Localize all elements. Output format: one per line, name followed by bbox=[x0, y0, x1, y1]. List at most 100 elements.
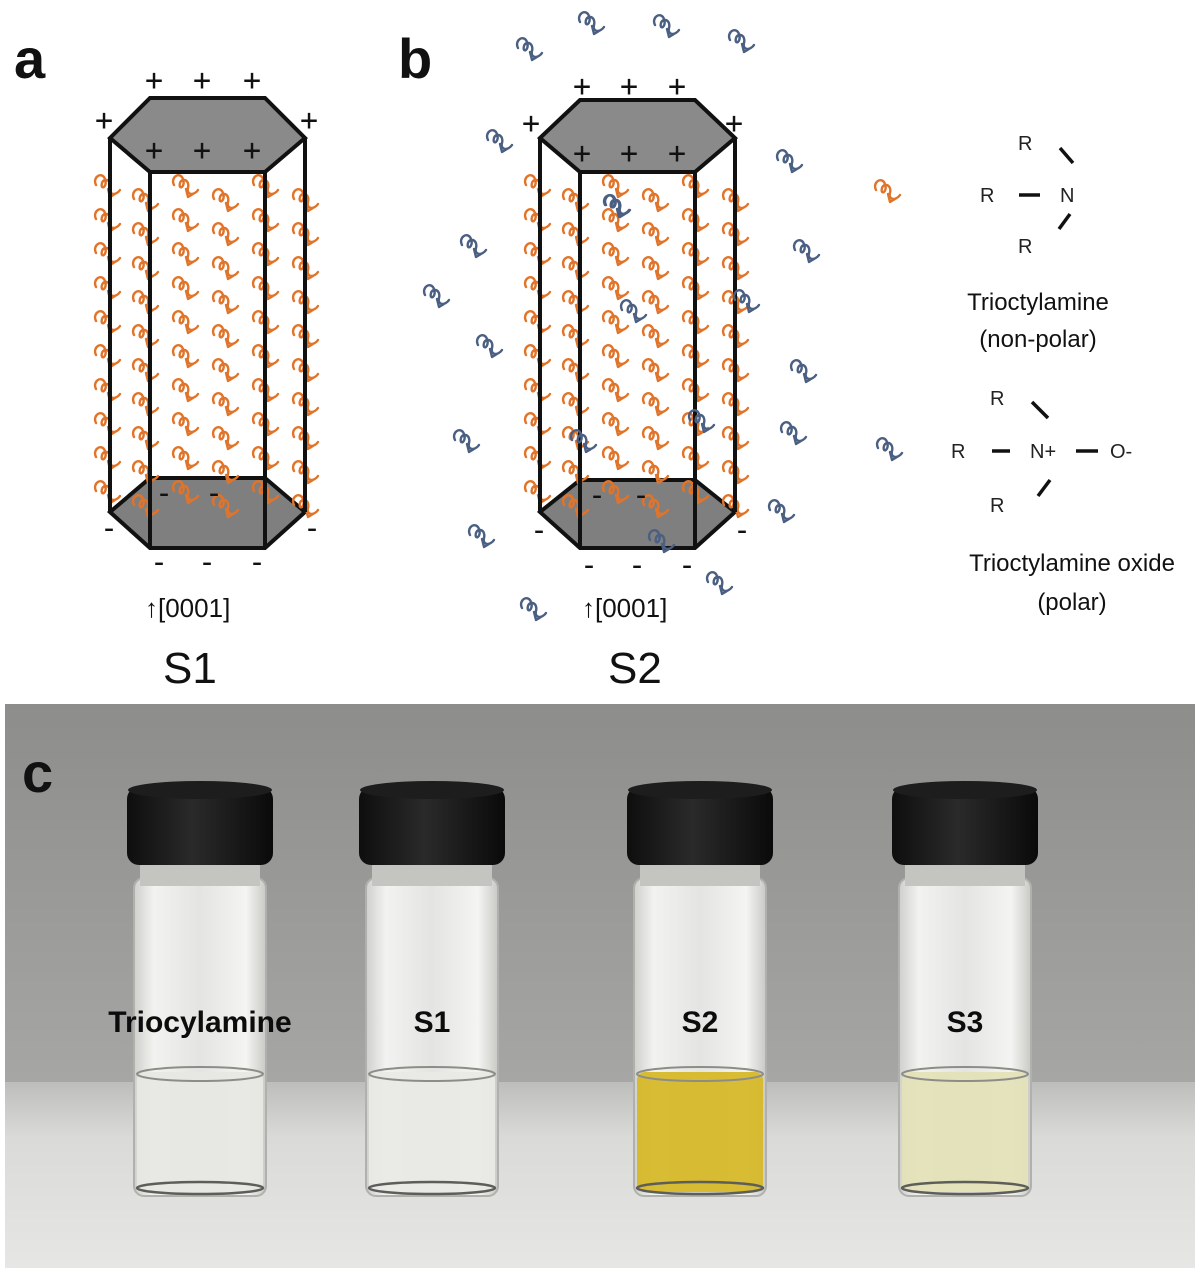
svg-text:-: - bbox=[248, 545, 266, 580]
polar-ligand bbox=[422, 284, 451, 309]
svg-text:+: + bbox=[95, 103, 113, 138]
nonpolar-ligand bbox=[93, 276, 122, 301]
panel-c-letter: c bbox=[22, 741, 53, 804]
nonpolar-ligand bbox=[171, 242, 200, 267]
nonpolar-ligand bbox=[171, 174, 200, 199]
vial-label: S3 bbox=[947, 1006, 984, 1039]
nonpolar-ligand bbox=[523, 446, 552, 471]
nonpolar-ligand bbox=[523, 412, 552, 437]
svg-text:+: + bbox=[725, 106, 743, 141]
polar-ligand bbox=[792, 239, 821, 264]
nonpolar-ligand bbox=[523, 310, 552, 335]
legend-trioctylamine: R R R N Trioctylamine (non-polar) bbox=[873, 133, 1109, 353]
panel-b-letter: b bbox=[398, 27, 432, 90]
nonpolar-ligand bbox=[211, 392, 240, 417]
nonpolar-ligand-icon bbox=[873, 179, 902, 204]
nonpolar-ligand bbox=[523, 208, 552, 233]
svg-text:O-: O- bbox=[1110, 441, 1132, 463]
polar-ligand bbox=[459, 234, 488, 259]
polar-ligand bbox=[475, 334, 504, 359]
nonpolar-ligand bbox=[93, 446, 122, 471]
nonpolar-ligand bbox=[601, 242, 630, 267]
polar-ligand bbox=[727, 29, 756, 54]
nonpolar-ligand bbox=[641, 426, 670, 451]
svg-text:+: + bbox=[668, 69, 686, 104]
vial-label: Triocylamine bbox=[108, 1006, 291, 1039]
nonpolar-ligand bbox=[131, 290, 160, 315]
nonpolar-ligand bbox=[93, 480, 122, 505]
nonpolar-ligand bbox=[523, 378, 552, 403]
svg-text:-: - bbox=[198, 545, 216, 580]
svg-text:R: R bbox=[1018, 133, 1032, 155]
polar-ligand bbox=[485, 129, 514, 154]
nonpolar-ligand bbox=[171, 446, 200, 471]
svg-text:+: + bbox=[243, 133, 261, 168]
nonpolar-ligand bbox=[93, 344, 122, 369]
trioctylamine-name: Trioctylamine bbox=[967, 289, 1109, 316]
nonpolar-ligand bbox=[561, 256, 590, 281]
polar-ligand bbox=[519, 597, 548, 622]
negative-charges-b: - - - - - - - bbox=[530, 478, 751, 583]
growth-axis-label-a: ↑[0001] bbox=[145, 593, 230, 623]
nonpolar-ligand bbox=[131, 358, 160, 383]
panel-a-letter: a bbox=[14, 27, 46, 90]
vial: S1 bbox=[359, 781, 505, 1197]
nonpolar-ligand bbox=[641, 324, 670, 349]
trioctylamine-oxide-name: Trioctylamine oxide bbox=[969, 550, 1175, 577]
polar-ligand bbox=[452, 429, 481, 454]
nonpolar-ligand bbox=[561, 324, 590, 349]
svg-text:+: + bbox=[243, 63, 261, 98]
svg-text:R: R bbox=[951, 441, 965, 463]
nonpolar-ligand bbox=[601, 446, 630, 471]
vial-label: S2 bbox=[682, 1006, 719, 1039]
nonpolar-ligand bbox=[523, 344, 552, 369]
nonpolar-ligand bbox=[641, 256, 670, 281]
nonpolar-ligand bbox=[211, 256, 240, 281]
svg-text:+: + bbox=[573, 69, 591, 104]
nonpolar-ligand bbox=[211, 222, 240, 247]
nonpolar-ligand bbox=[561, 188, 590, 213]
nonpolar-ligand bbox=[171, 412, 200, 437]
svg-text:+: + bbox=[573, 136, 591, 171]
polar-ligand bbox=[775, 149, 804, 174]
nonpolar-ligand bbox=[601, 276, 630, 301]
trioctylamine-polarity: (non-polar) bbox=[979, 326, 1096, 353]
nonpolar-ligand bbox=[211, 324, 240, 349]
polar-ligand bbox=[619, 299, 648, 324]
nonpolar-ligand bbox=[641, 222, 670, 247]
svg-text:-: - bbox=[632, 478, 650, 513]
nonpolar-ligand bbox=[171, 344, 200, 369]
svg-text:-: - bbox=[628, 548, 646, 583]
positive-charges-a: + + + + + + + + bbox=[95, 63, 318, 168]
svg-text:+: + bbox=[522, 106, 540, 141]
vial: Triocylamine bbox=[108, 781, 292, 1197]
svg-text:-: - bbox=[100, 511, 118, 546]
nonpolar-ligand bbox=[641, 392, 670, 417]
growth-axis-label-b: ↑[0001] bbox=[582, 593, 667, 623]
nonpolar-ligand bbox=[171, 276, 200, 301]
polar-ligand bbox=[779, 421, 808, 446]
nonpolar-ligand bbox=[131, 188, 160, 213]
nonpolar-ligand bbox=[211, 358, 240, 383]
polar-ligand bbox=[577, 11, 606, 36]
polar-ligand bbox=[767, 499, 796, 524]
nonpolar-ligand bbox=[93, 208, 122, 233]
nonpolar-ligand bbox=[601, 208, 630, 233]
polar-ligand bbox=[705, 571, 734, 596]
nonpolar-ligand bbox=[131, 222, 160, 247]
nonpolar-ligand bbox=[171, 310, 200, 335]
svg-text:R: R bbox=[990, 495, 1004, 517]
sample-label-s2: S2 bbox=[608, 644, 662, 693]
legend-trioctylamine-oxide: R R R N+ O- Trioctylamine oxide (polar) bbox=[875, 388, 1175, 616]
svg-text:+: + bbox=[620, 69, 638, 104]
nonpolar-ligand bbox=[561, 222, 590, 247]
nonpolar-ligand bbox=[523, 242, 552, 267]
hexagonal-prism-s1 bbox=[93, 96, 320, 550]
nonpolar-ligand-layer bbox=[523, 174, 750, 519]
svg-text:+: + bbox=[668, 136, 686, 171]
nonpolar-ligand bbox=[171, 378, 200, 403]
nonpolar-ligand bbox=[93, 174, 122, 199]
svg-text:-: - bbox=[150, 545, 168, 580]
top-facet bbox=[107, 96, 308, 174]
